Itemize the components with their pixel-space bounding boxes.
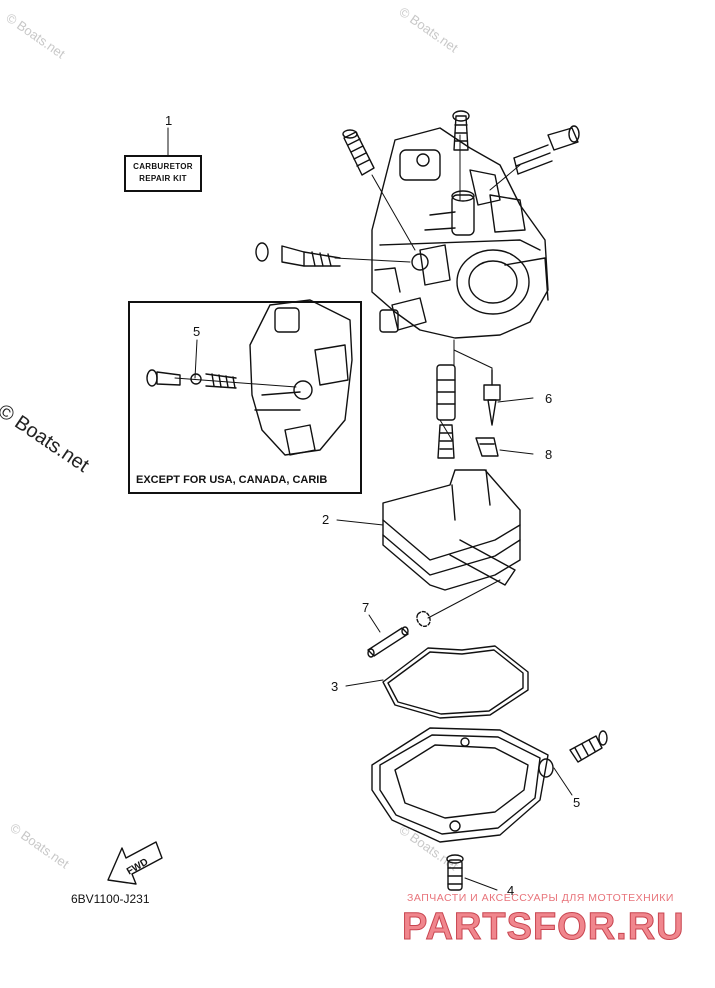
- repair-kit-line2: REPAIR KIT: [139, 174, 187, 183]
- repair-kit-line1: CARBURETOR: [133, 162, 193, 171]
- callout-3: 3: [331, 679, 339, 694]
- pilot-screw: [342, 129, 375, 176]
- float-pin: [367, 626, 409, 658]
- float: [382, 469, 521, 591]
- inset-mixture-screw: [146, 369, 237, 389]
- o-ring-bowl: [538, 758, 554, 778]
- repair-kit-label: CARBURETOR REPAIR KIT: [124, 155, 202, 192]
- needle-valve: [483, 369, 501, 426]
- bowl-screw: [446, 854, 464, 891]
- drain-screw: [569, 730, 608, 763]
- clip: [475, 437, 499, 457]
- leader-lines: [167, 127, 573, 891]
- mixture-screw-left: [255, 242, 341, 267]
- float-spring: [416, 610, 431, 627]
- footer-logo[interactable]: PARTSFOR.RU: [402, 906, 685, 949]
- callout-1: 1: [165, 113, 173, 128]
- carburetor-body: [371, 127, 549, 339]
- throttle-stop-screw: [452, 110, 470, 151]
- diagram-code: 6BV1100-J231: [71, 892, 150, 906]
- inset-frame: [128, 301, 362, 494]
- footer-tagline: ЗАПЧАСТИ И АКСЕССУАРЫ ДЛЯ МОТОТЕХНИКИ: [407, 892, 674, 904]
- callout-2: 2: [322, 512, 330, 527]
- callout-8: 8: [545, 447, 553, 462]
- callout-4: 4: [507, 883, 515, 898]
- float-bowl: [371, 727, 549, 843]
- idle-screw-right: [513, 125, 580, 175]
- callout-5-bowl: 5: [573, 795, 581, 810]
- inset-caption: EXCEPT FOR USA, CANADA, CARIB: [136, 474, 328, 486]
- float-bowl-gasket: [382, 645, 529, 719]
- main-nozzle: [436, 364, 456, 459]
- callout-6: 6: [545, 391, 553, 406]
- callout-7: 7: [362, 600, 370, 615]
- callout-5-inset: 5: [193, 324, 201, 339]
- fwd-arrow: [107, 841, 163, 885]
